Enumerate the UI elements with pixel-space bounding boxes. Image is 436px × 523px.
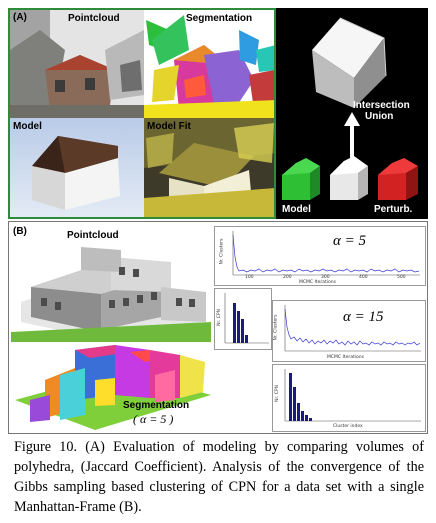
histogram-alpha-5: Nr. CPN <box>214 288 272 350</box>
plot1-xtick-3: 300 <box>321 275 330 280</box>
pointcloud-title: Pointcloud <box>68 13 120 24</box>
histogram-alpha-15: Cluster index Nr. CPN <box>272 364 426 432</box>
intersection-label: Intersection <box>353 100 410 111</box>
model-title: Model <box>13 121 42 132</box>
trace-plot-alpha-5: α = 5 100 200 300 400 500 MCMC Iteration… <box>214 226 426 286</box>
histogram-alpha-5-svg <box>224 293 269 344</box>
figure-a-panel: (A) Pointcloud Segmentation Model <box>8 8 276 219</box>
segmentation-alpha-caption: ( α = 5 ) <box>133 412 174 426</box>
segmentation-image <box>144 10 274 118</box>
iou-diagram <box>282 17 418 200</box>
pointcloud-image <box>10 10 144 118</box>
model-small-label: Model <box>282 204 311 215</box>
building-segmentation-title: Segmentation <box>123 400 190 411</box>
plot1-xtick-5: 500 <box>397 275 406 280</box>
model-fit-image <box>144 118 274 217</box>
intersection-union-panel: Intersection Union Model Perturb. <box>276 8 428 219</box>
plot2-xlabel: MCMC Iterations <box>327 355 364 360</box>
plot2-alpha-label: α = 15 <box>343 309 384 325</box>
building-pointcloud-title: Pointcloud <box>67 230 119 241</box>
figure-caption: Figure 10. (A) Evaluation of modeling by… <box>14 439 424 515</box>
plot1-xtick-4: 400 <box>359 275 368 280</box>
perturb-label: Perturb. <box>374 204 413 215</box>
building-segmentation-image <box>15 345 211 430</box>
union-label: Union <box>365 111 394 122</box>
figure-b-panel: (B) Pointcloud Segmentation ( α = 5 ) α … <box>8 221 428 434</box>
figure-b-label: (B) <box>13 226 27 237</box>
plot1-xtick-1: 100 <box>245 275 254 280</box>
plot1-xtick-2: 200 <box>283 275 292 280</box>
plot1-ylabel: Nr. Clusters <box>219 238 225 265</box>
figure-a-label: (A) <box>13 12 27 23</box>
building-pointcloud-image <box>11 247 211 342</box>
trace-plot-alpha-15: α = 15 MCMC Iterations Nr. Clusters <box>272 300 426 362</box>
trace-plot-alpha-15-svg <box>284 305 421 352</box>
plot1-alpha-label: α = 5 <box>333 233 366 249</box>
histogram-alpha-15-svg <box>284 369 421 422</box>
hist1-ylabel: Nr. CPN <box>216 309 222 326</box>
trace-plot-alpha-5-svg <box>232 231 420 276</box>
plot1-xlabel: MCMC Iterations <box>299 280 336 285</box>
hist2-ylabel: Nr. CPN <box>274 385 280 402</box>
model-image <box>10 118 144 217</box>
hist2-xlabel: Cluster index <box>333 424 363 429</box>
segmentation-title: Segmentation <box>186 13 253 24</box>
plot2-ylabel: Nr. Clusters <box>273 314 279 341</box>
model-fit-title: Model Fit <box>147 121 191 132</box>
